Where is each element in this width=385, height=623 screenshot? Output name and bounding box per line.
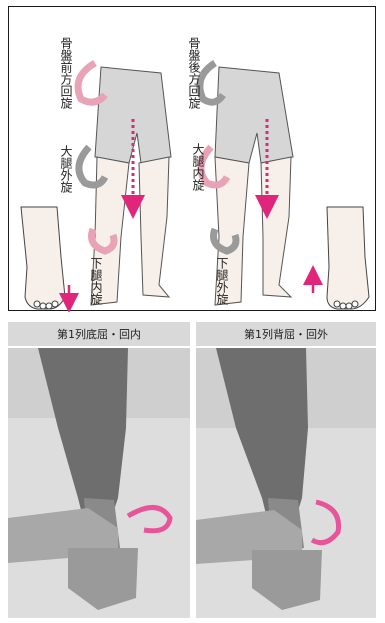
left-shank-label: 下腿内旋 <box>89 257 102 305</box>
photo-caption-left: 第1列底屈・回内 <box>8 322 190 346</box>
photo-left-image <box>8 348 190 618</box>
right-shank-label: 下腿外旋 <box>215 257 228 305</box>
left-thigh-label: 大腿外旋 <box>59 145 72 193</box>
photo-right-image <box>196 348 376 618</box>
photo-right <box>196 348 376 618</box>
illustration-panel: 骨盤前方回旋 大腿外旋 下腿内旋 骨盤後方回旋 大腿内旋 下腿外旋 <box>8 6 376 311</box>
photo-caption-right: 第1列背屈・回外 <box>196 322 376 346</box>
right-lone-foot <box>327 207 369 309</box>
right-shorts <box>215 67 293 163</box>
right-pelvis-label: 骨盤後方回旋 <box>187 37 200 109</box>
right-thigh-label: 大腿内旋 <box>191 143 204 191</box>
photo-left <box>8 348 190 618</box>
left-pelvis-label: 骨盤前方回旋 <box>59 37 72 109</box>
left-shorts <box>95 67 171 163</box>
left-lone-foot <box>21 207 65 309</box>
